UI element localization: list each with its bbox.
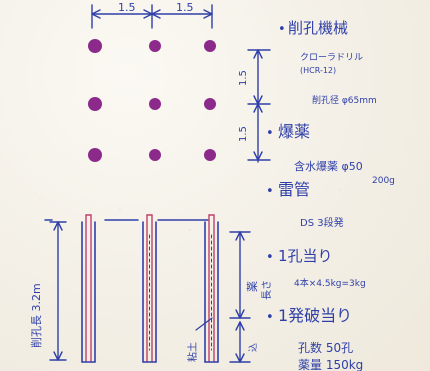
drill-hole: [149, 98, 161, 110]
drill-hole: [204, 98, 216, 110]
drill-hole: [204, 40, 216, 52]
note-bullet: •: [266, 126, 274, 141]
depth-dimension: [49, 221, 67, 361]
note-bullet: •: [278, 22, 286, 37]
note-line: 孔数 50孔: [298, 340, 353, 355]
drill-hole: [149, 40, 161, 52]
tamping-label: 粘土: [186, 342, 199, 362]
note-line: 200g: [372, 176, 395, 186]
note-line: クローラドリル: [300, 52, 363, 63]
side-dimension-1: 1.5: [238, 70, 249, 86]
notes-list: • 削孔機械 クローラドリル (HCR-12) 削孔径 φ65mm • 爆薬 含…: [266, 19, 395, 371]
note-line: 含水爆薬 φ50: [294, 159, 363, 173]
note-bullet: •: [266, 310, 274, 325]
bottom-label: 長さ: [261, 280, 273, 300]
note-line: 4本×4.5kg=3kg: [294, 277, 366, 289]
note-heading-explosive: 爆薬: [278, 122, 310, 141]
note-heading-detonator: 雷管: [278, 180, 310, 199]
drill-hole: [88, 39, 102, 53]
borehole: [142, 214, 157, 363]
paper-specks: [39, 99, 341, 231]
note-line: 薬量 150kg: [298, 358, 363, 371]
note-line: 削孔径 φ65mm: [312, 94, 377, 106]
charge-label: 薬: [246, 281, 259, 292]
drill-hole: [204, 149, 216, 161]
depth-label: 削孔長 3.2m: [29, 283, 43, 348]
top-dimension-2: 1.5: [176, 1, 194, 14]
borehole: [204, 214, 219, 363]
note-bullet: •: [266, 184, 274, 199]
note-line: (HCR-12): [300, 66, 336, 75]
stem-label: 込: [248, 343, 259, 352]
side-dimension-2: 1.5: [238, 126, 249, 142]
note-bullet: •: [266, 250, 274, 265]
cross-section: [44, 214, 251, 363]
drill-hole-grid: [88, 39, 216, 162]
note-heading-per-blast: 1発破当り: [278, 306, 352, 325]
note-heading-per-hole: 1孔当り: [278, 247, 333, 265]
top-dimension: [91, 4, 213, 29]
side-dimension: [247, 49, 271, 163]
drill-hole: [88, 148, 102, 162]
note-line: DS 3段発: [300, 216, 344, 229]
borehole: [81, 214, 96, 363]
charge-dimension: [229, 231, 251, 363]
note-heading-drilling-machine: 削孔機械: [288, 19, 348, 37]
drill-hole: [88, 97, 102, 111]
drill-hole: [149, 149, 161, 161]
top-dimension-1: 1.5: [118, 1, 136, 14]
